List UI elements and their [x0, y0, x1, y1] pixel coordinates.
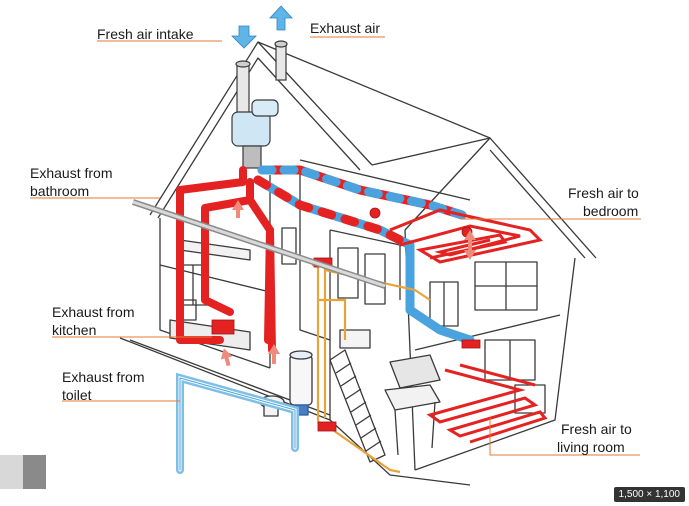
label-fresh-air-intake: Fresh air intake — [97, 26, 194, 42]
mvhr-unit — [231, 40, 288, 169]
label-fresh-living-line2: living room — [557, 439, 625, 455]
label-exhaust-bathroom-line1: Exhaust from — [30, 165, 113, 181]
leader-lines — [30, 36, 641, 456]
label-exhaust-kitchen-line2: kitchen — [52, 322, 97, 338]
thumbnail-light — [0, 455, 23, 489]
arrow-up-icon — [269, 5, 293, 31]
label-fresh-bedroom-line2: bedroom — [583, 203, 639, 219]
extract-ducts — [176, 166, 276, 354]
label-fresh-bedroom-line1: Fresh air to — [568, 185, 639, 201]
supply-ducts — [253, 165, 475, 345]
living-heating-loop — [426, 363, 548, 444]
bedroom-heating-loop — [389, 208, 543, 264]
label-exhaust-kitchen-line1: Exhaust from — [52, 304, 135, 320]
image-size-badge: 1,500 × 1,100 — [613, 487, 685, 502]
label-exhaust-air: Exhaust air — [310, 20, 381, 36]
thumbnail-dark — [23, 455, 46, 489]
label-exhaust-toilet-line2: toilet — [62, 387, 92, 403]
label-fresh-living-line1: Fresh air to — [561, 421, 632, 437]
label-exhaust-toilet-line1: Exhaust from — [62, 369, 145, 385]
label-exhaust-bathroom-line2: bathroom — [30, 183, 90, 199]
room-flow-arrows — [220, 200, 476, 367]
ground-loop-pipe — [176, 372, 299, 474]
house-outline — [119, 41, 597, 486]
thumbnail-tile[interactable] — [0, 455, 46, 489]
arrow-down-icon — [231, 25, 257, 49]
